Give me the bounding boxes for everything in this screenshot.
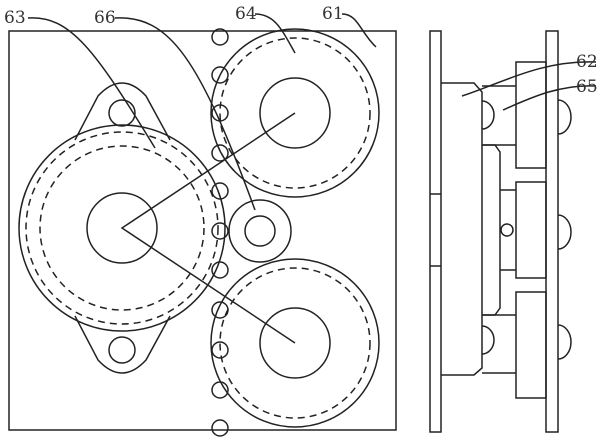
hole-column bbox=[211, 28, 229, 437]
leader-64 bbox=[254, 13, 296, 54]
block-62 bbox=[441, 82, 483, 376]
lug-plate bbox=[74, 82, 171, 374]
label-63: 63 bbox=[4, 8, 26, 28]
frame-plate bbox=[8, 30, 397, 431]
main-gear-hub bbox=[86, 192, 158, 264]
side-view: 62 65 bbox=[429, 30, 598, 433]
main-gear-pitch bbox=[25, 131, 219, 325]
label-62: 62 bbox=[576, 52, 598, 72]
leader-62 bbox=[461, 61, 597, 97]
drive-gear-hub bbox=[244, 215, 276, 247]
main-gear-inner bbox=[39, 145, 205, 311]
leader-61 bbox=[341, 13, 377, 48]
lug-hole-bottom bbox=[108, 336, 136, 364]
label-61: 61 bbox=[322, 4, 344, 24]
label-66: 66 bbox=[94, 8, 116, 28]
leader-63 bbox=[27, 17, 156, 149]
lower-gear-outer bbox=[210, 258, 380, 428]
lug-hole-top bbox=[108, 99, 136, 127]
center-lines bbox=[120, 112, 296, 344]
label-64: 64 bbox=[235, 4, 257, 24]
inner-block bbox=[482, 144, 501, 316]
clamp-middle bbox=[515, 181, 547, 279]
upper-gear-hub bbox=[259, 77, 331, 149]
drive-gear-outer bbox=[228, 199, 292, 263]
left-plate bbox=[429, 30, 442, 433]
clamp-bottom bbox=[515, 291, 547, 399]
upper-gear-pitch bbox=[219, 37, 371, 189]
leader-66 bbox=[114, 17, 256, 211]
clamp-65-top bbox=[515, 61, 547, 169]
main-gear-outer bbox=[18, 124, 226, 332]
front-view: 63 66 64 61 bbox=[4, 4, 397, 437]
lower-gear-pitch bbox=[219, 267, 371, 419]
upper-gear-outer bbox=[210, 28, 380, 198]
leader-65 bbox=[502, 85, 597, 111]
lower-gear-hub bbox=[259, 307, 331, 379]
pin bbox=[500, 223, 514, 237]
label-65: 65 bbox=[576, 77, 598, 97]
